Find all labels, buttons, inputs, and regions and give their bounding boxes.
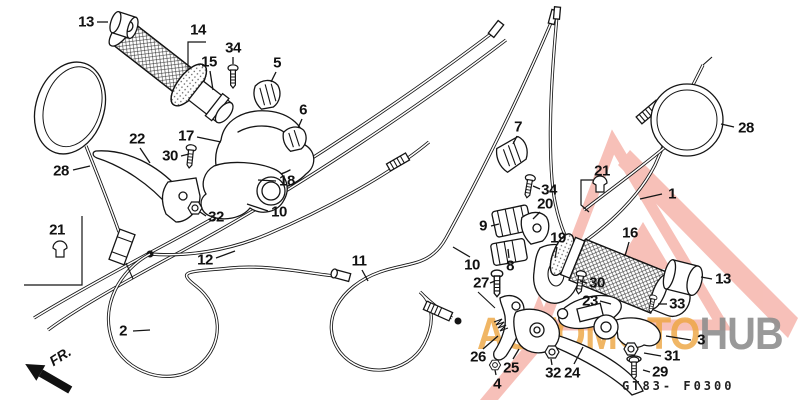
left-mirror: [33, 61, 136, 280]
clamp-7: [495, 135, 528, 174]
part-label-18: 18: [279, 172, 295, 190]
nut-4: [488, 359, 502, 371]
part-label-21: 21: [49, 221, 65, 239]
part-label-25: 25: [503, 359, 519, 377]
part-label-27: 27: [473, 274, 489, 292]
part-label-30: 30: [589, 274, 605, 292]
part-label-6: 6: [299, 101, 307, 119]
part-label-20: 20: [537, 195, 553, 213]
part-label-9: 9: [479, 217, 487, 235]
clamp-6: [282, 126, 307, 153]
left-grip: [108, 17, 234, 124]
cable-loop-2: [106, 252, 352, 378]
pivot-link-3: [593, 314, 661, 349]
part-label-28: 28: [53, 162, 69, 180]
part-label-4: 4: [493, 375, 501, 393]
pin-21-left: [52, 240, 68, 258]
part-label-8: 8: [506, 257, 514, 275]
nut-32-right: [544, 345, 560, 359]
part-label-13: 13: [715, 270, 731, 288]
part-label-11: 11: [351, 252, 367, 270]
watermark-hub: HUB: [699, 308, 784, 359]
part-label-33: 33: [669, 295, 685, 313]
screw-34-left: [227, 64, 239, 89]
part-label-31: 31: [664, 347, 680, 365]
part-label-26: 26: [470, 348, 486, 366]
logo-triangle-band: [618, 150, 798, 338]
part-label-17: 17: [178, 127, 194, 145]
part-label-19: 19: [550, 229, 566, 247]
clamp-5: [253, 79, 281, 110]
part-label-7: 7: [514, 118, 522, 136]
left-brake-lever: [92, 150, 201, 223]
part-label-23: 23: [582, 292, 598, 310]
part-label-1: 1: [668, 185, 676, 203]
diagram-code: GT83- F0300: [622, 379, 735, 393]
part-label-14: 14: [190, 21, 206, 39]
right-brake-lever: [513, 308, 644, 396]
fr-arrow-icon: [25, 364, 73, 394]
screw-30-left: [183, 143, 198, 170]
part-label-10: 10: [464, 256, 480, 274]
part-label-29: 29: [652, 363, 668, 381]
nut-32-left: [187, 201, 203, 215]
part-label-34: 34: [541, 181, 557, 199]
part-label-12: 12: [197, 251, 213, 269]
part-label-24: 24: [564, 364, 580, 382]
right-grip-end-cap: [662, 259, 704, 297]
part-label-3: 3: [697, 331, 705, 349]
part-label-30: 30: [162, 147, 178, 165]
throttle-cable-return: [548, 6, 570, 243]
screw-27: [490, 269, 504, 298]
part-label-2: 2: [119, 322, 127, 340]
part-label-5: 5: [273, 54, 281, 72]
part-label-34: 34: [225, 39, 241, 57]
part-label-10: 10: [271, 203, 287, 221]
part-label-32: 32: [208, 208, 224, 226]
part-label-15: 15: [201, 53, 217, 71]
part-label-28: 28: [738, 119, 754, 137]
part-label-22: 22: [129, 130, 145, 148]
part-label-16: 16: [622, 224, 638, 242]
left-grip-end-cap: [109, 10, 139, 40]
nut-31: [623, 342, 639, 356]
spring-26: [477, 291, 509, 332]
part-label-32: 32: [545, 364, 561, 382]
clutch-cable-12: [146, 140, 431, 258]
screw-34-right: [521, 173, 537, 200]
cable-loop-11: [329, 8, 559, 372]
part-label-13: 13: [78, 13, 94, 31]
part-label-21: 21: [594, 162, 610, 180]
